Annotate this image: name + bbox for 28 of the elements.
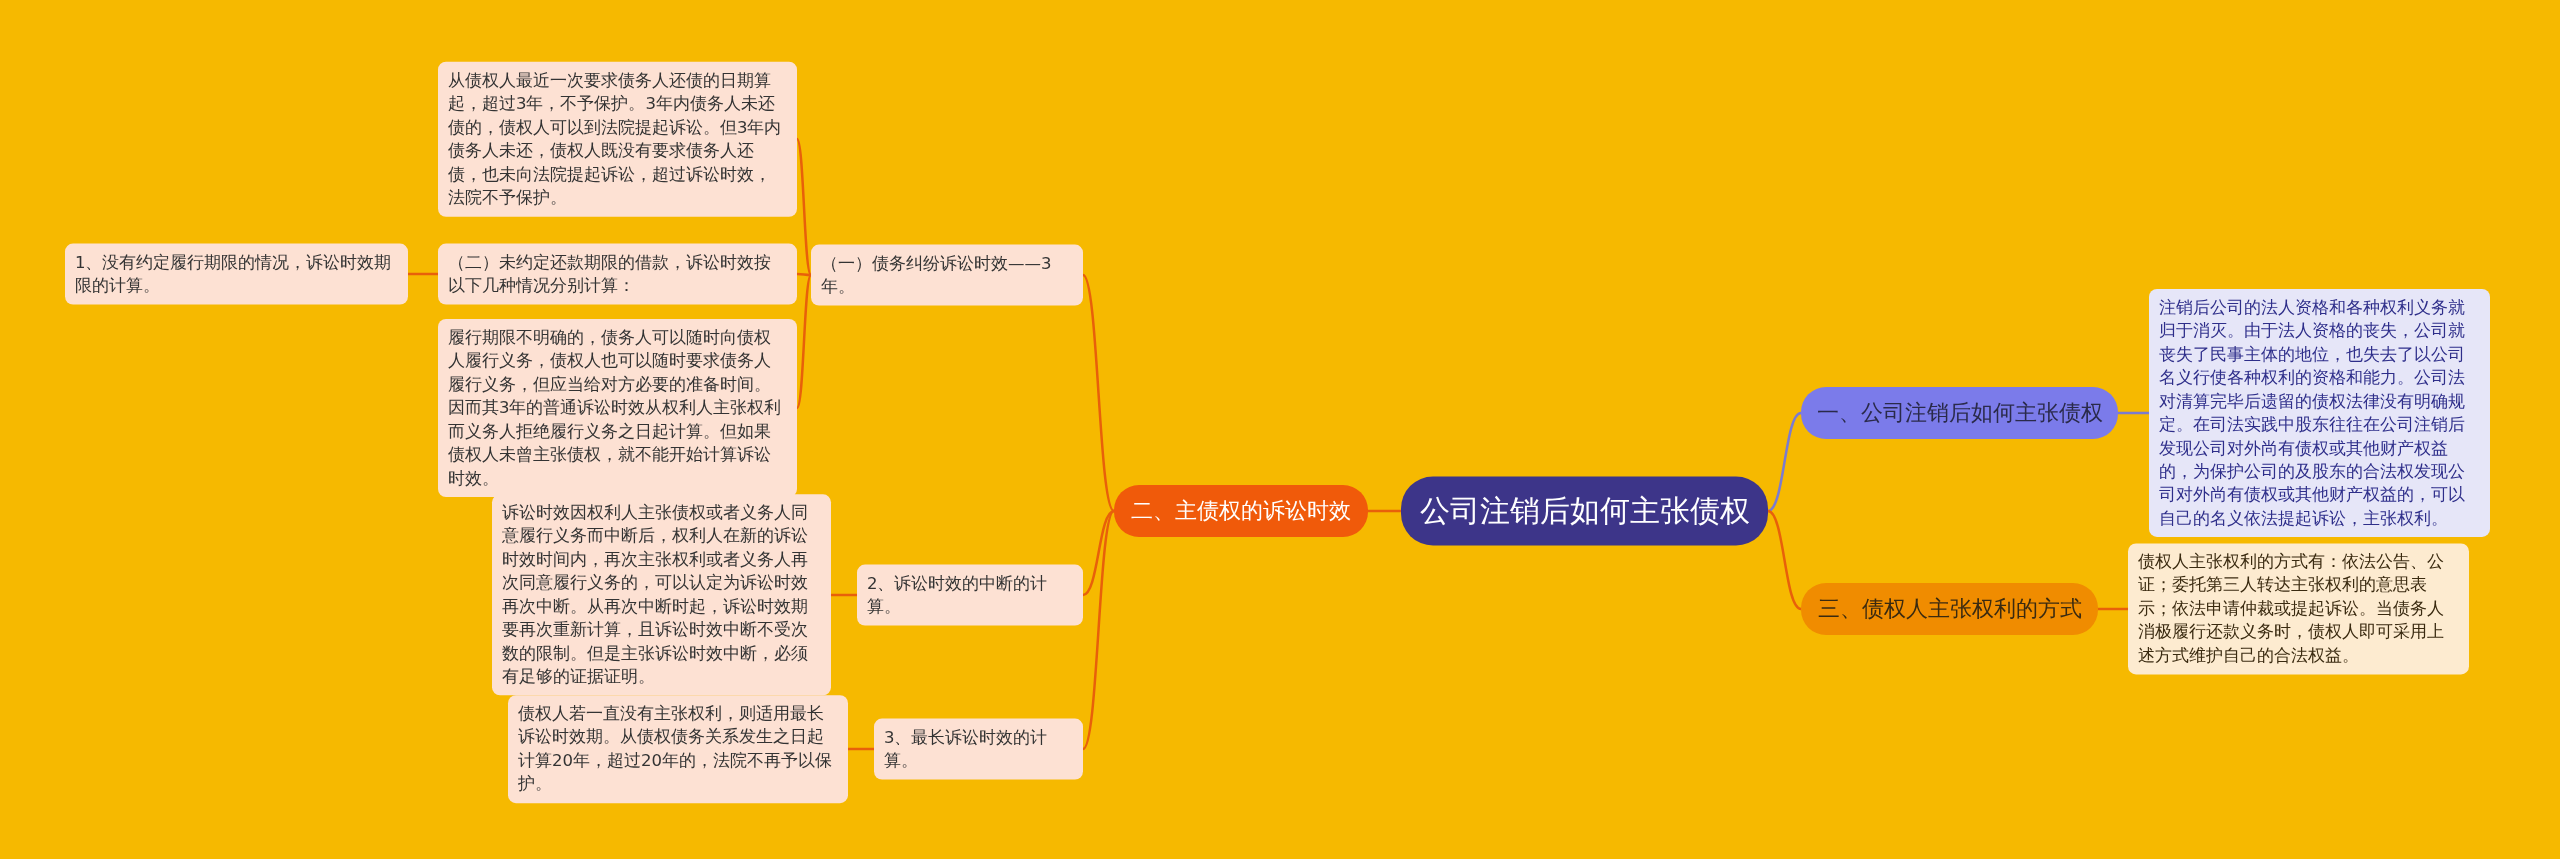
connector-line	[831, 593, 857, 597]
note-box: 1、没有约定履行期限的情况，诉讼时效期限的计算。	[65, 243, 408, 305]
note-box: 债权人主张权利的方式有：依法公告、公证；委托第三人转达主张权利的意思表示；依法申请仲裁或提起诉讼。当债务人消极履行还款义务时，债权人即可采用上述方式维护自己的合法权益。	[2128, 543, 2469, 675]
note-box: 从债权人最近一次要求债务人还债的日期算起，超过3年，不予保护。3年内债务人未还债的，债权人可以到法院提起诉讼。但3年内债务人未还，债权人既没有要求债务人还债，也未向法院提起诉讼，超过诉讼时效，法院不予保护。	[438, 61, 797, 217]
note-box: 注销后公司的法人资格和各种权利义务就归于消灭。由于法人资格的丧失，公司就丧失了民事主体的地位，也失去了以公司名义行使各种权利的资格和能力。公司法对清算完毕后遗留的债权法律没有明确规定。在司法实践中股东往往在公司注销后发现公司对外尚有债权或其他财产权益的，为保护公司的及股东的合法权发现公司对外尚有债权或其他财产权益的，可以自己的名义依法提起诉讼，主张权利。	[2149, 288, 2490, 538]
connector-line	[408, 272, 438, 276]
connector-line	[1082, 510, 1115, 750]
connector-line	[1082, 274, 1115, 512]
connector-line	[2098, 607, 2128, 611]
connector-line	[848, 747, 874, 751]
connector-line	[795, 274, 813, 409]
connector-line	[1368, 509, 1401, 513]
connector-line	[1767, 411, 1802, 513]
note-box: 履行期限不明确的，债务人可以随时向债权人履行义务，债权人也可以随时要求债务人履行义务，但应当给对方必要的准备时间。因而其3年的普通诉讼时效从权利人主张权利而义务人拒绝履行义务之日起计算。但如果债权人未曾主张债权，就不能开始计算诉讼时效。	[438, 319, 797, 497]
central-topic: 公司注销后如何主张债权	[1401, 476, 1768, 546]
subtopic-box: （二）未约定还款期限的借款，诉讼时效按以下几种情况分别计算：	[438, 243, 797, 305]
connector-line	[795, 138, 813, 276]
connector-line	[1767, 509, 1802, 611]
connector-line	[1082, 509, 1115, 597]
subtopic-box: （一）债务纠纷诉讼时效——3年。	[811, 244, 1083, 306]
subtopic-box: 3、最长诉讼时效的计算。	[874, 718, 1083, 780]
branch-topic: 一、公司注销后如何主张债权	[1801, 387, 2118, 439]
note-box: 债权人若一直没有主张权利，则适用最长诉讼时效期。从债权债务关系发生之日起计算20年，超过20年的，法院不再予以保护。	[508, 695, 848, 803]
subtopic-box: 2、诉讼时效的中断的计算。	[857, 564, 1083, 626]
branch-topic: 三、债权人主张权利的方式	[1801, 583, 2098, 635]
connector-line	[2118, 411, 2149, 415]
note-box: 诉讼时效因权利人主张债权或者义务人同意履行义务而中断后，权利人在新的诉讼时效时间内，再次主张权利或者义务人再次同意履行义务的，可以认定为诉讼时效再次中断。从再次中断时起，诉讼时效期要再次重新计算，且诉讼时效中断不受次数的限制。但是主张诉讼时效中断，必须有足够的证据证明。	[492, 494, 831, 696]
branch-topic: 二、主债权的诉讼时效	[1114, 485, 1368, 537]
